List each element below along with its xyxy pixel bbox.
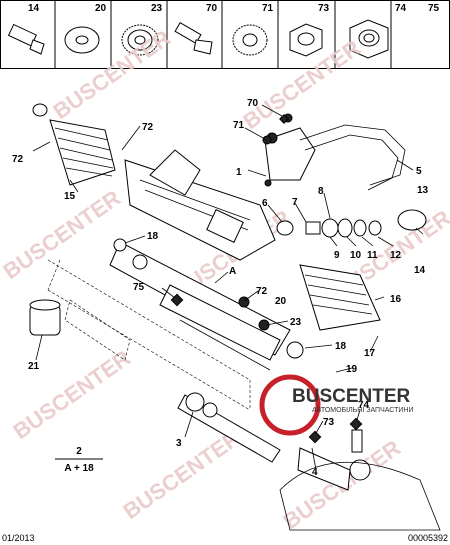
callout-70: 70	[247, 98, 259, 109]
brand-mark-icon	[259, 374, 321, 436]
header-label-73: 73	[318, 3, 330, 14]
callout-18-upper: 18	[147, 231, 159, 242]
callout-11: 11	[367, 250, 378, 261]
callout-5: 5	[416, 166, 422, 177]
footer-ref: 00005392	[408, 533, 448, 543]
watermark-layer: BUSCENTER BUSCENTER BUSCENTER BUSCENTER …	[0, 25, 450, 534]
brand-tagline: АВТОМОБІЛЬНІ ЗАПЧАСТИНИ	[312, 407, 413, 414]
washer-icon	[64, 26, 100, 54]
control-valve	[264, 113, 406, 191]
header-label-20: 20	[95, 3, 107, 14]
callout-13: 13	[417, 185, 429, 196]
callout-8: 8	[318, 186, 324, 197]
callout-labels: 70 71 72 72 15 1 5 8 13 6 7 18 9 10 11 1…	[12, 98, 429, 478]
parts-header: 14 20 23 70 71 73 74 75	[0, 0, 450, 69]
callout-72-mid: 72	[256, 286, 268, 297]
callout-14: 14	[414, 265, 426, 276]
callout-17: 17	[364, 348, 376, 359]
callout-10: 10	[350, 250, 362, 261]
right-boot	[299, 264, 381, 331]
callout-72-left: 72	[12, 154, 24, 165]
callout-9: 9	[334, 250, 340, 261]
callout-73: 73	[323, 417, 335, 428]
callout-21: 21	[28, 361, 40, 372]
callout-7: 7	[292, 197, 298, 208]
callout-75: 75	[133, 282, 145, 293]
callout-71: 71	[233, 120, 245, 131]
callout-20: 20	[275, 296, 287, 307]
tie-rod-end	[297, 429, 371, 491]
header-label-14: 14	[28, 3, 40, 14]
header-label-71: 71	[262, 3, 274, 14]
toothed-washer-icon	[121, 24, 159, 56]
callout-72-upper: 72	[142, 122, 154, 133]
left-boot	[32, 103, 116, 186]
flange-bolt-icon	[174, 21, 213, 55]
seal-kit	[276, 209, 427, 238]
rack-tube	[109, 238, 304, 371]
callout-74: 74	[358, 400, 370, 411]
brand-name: BUSCENTER	[292, 386, 411, 407]
leader-lines	[32, 104, 424, 471]
callout-19: 19	[346, 364, 358, 375]
callout-1: 1	[236, 167, 242, 178]
callout-A: A	[229, 266, 236, 277]
footer-date: 01/2013	[2, 533, 35, 543]
callout-15: 15	[64, 191, 76, 202]
vehicle-outline	[279, 461, 441, 531]
serrated-washer-icon	[232, 24, 268, 56]
assembly-note-top: 2	[76, 446, 82, 457]
assembly-note: 2 A + 18	[55, 446, 103, 474]
watermark-text-7: BUSCENTER	[119, 425, 246, 524]
header-label-75: 75	[428, 3, 440, 14]
steering-rack-housing	[124, 149, 276, 261]
callout-18-lower: 18	[335, 341, 347, 352]
callout-12: 12	[390, 250, 402, 261]
header-label-74: 74	[395, 3, 407, 14]
callout-6: 6	[262, 198, 268, 209]
lock-nut-icon	[349, 19, 389, 59]
bush-21	[29, 299, 61, 336]
callout-23: 23	[290, 317, 302, 328]
bolt-icon	[7, 23, 45, 55]
callout-4: 4	[312, 467, 318, 478]
dashed-assembly	[47, 259, 251, 411]
callout-3: 3	[176, 438, 182, 449]
watermark-text-6: BUSCENTER	[9, 345, 136, 444]
brand-logo: BUSCENTER АВТОМОБІЛЬНІ ЗАПЧАСТИНИ	[259, 374, 413, 436]
watermark-text-3: BUSCENTER	[0, 185, 125, 284]
assembly-note-bottom: A + 18	[64, 463, 94, 474]
hex-nut-icon	[289, 23, 323, 57]
header-label-70: 70	[206, 3, 218, 14]
inner-tie-rod	[177, 392, 281, 463]
header-label-23: 23	[151, 3, 163, 14]
callout-16: 16	[390, 294, 402, 305]
